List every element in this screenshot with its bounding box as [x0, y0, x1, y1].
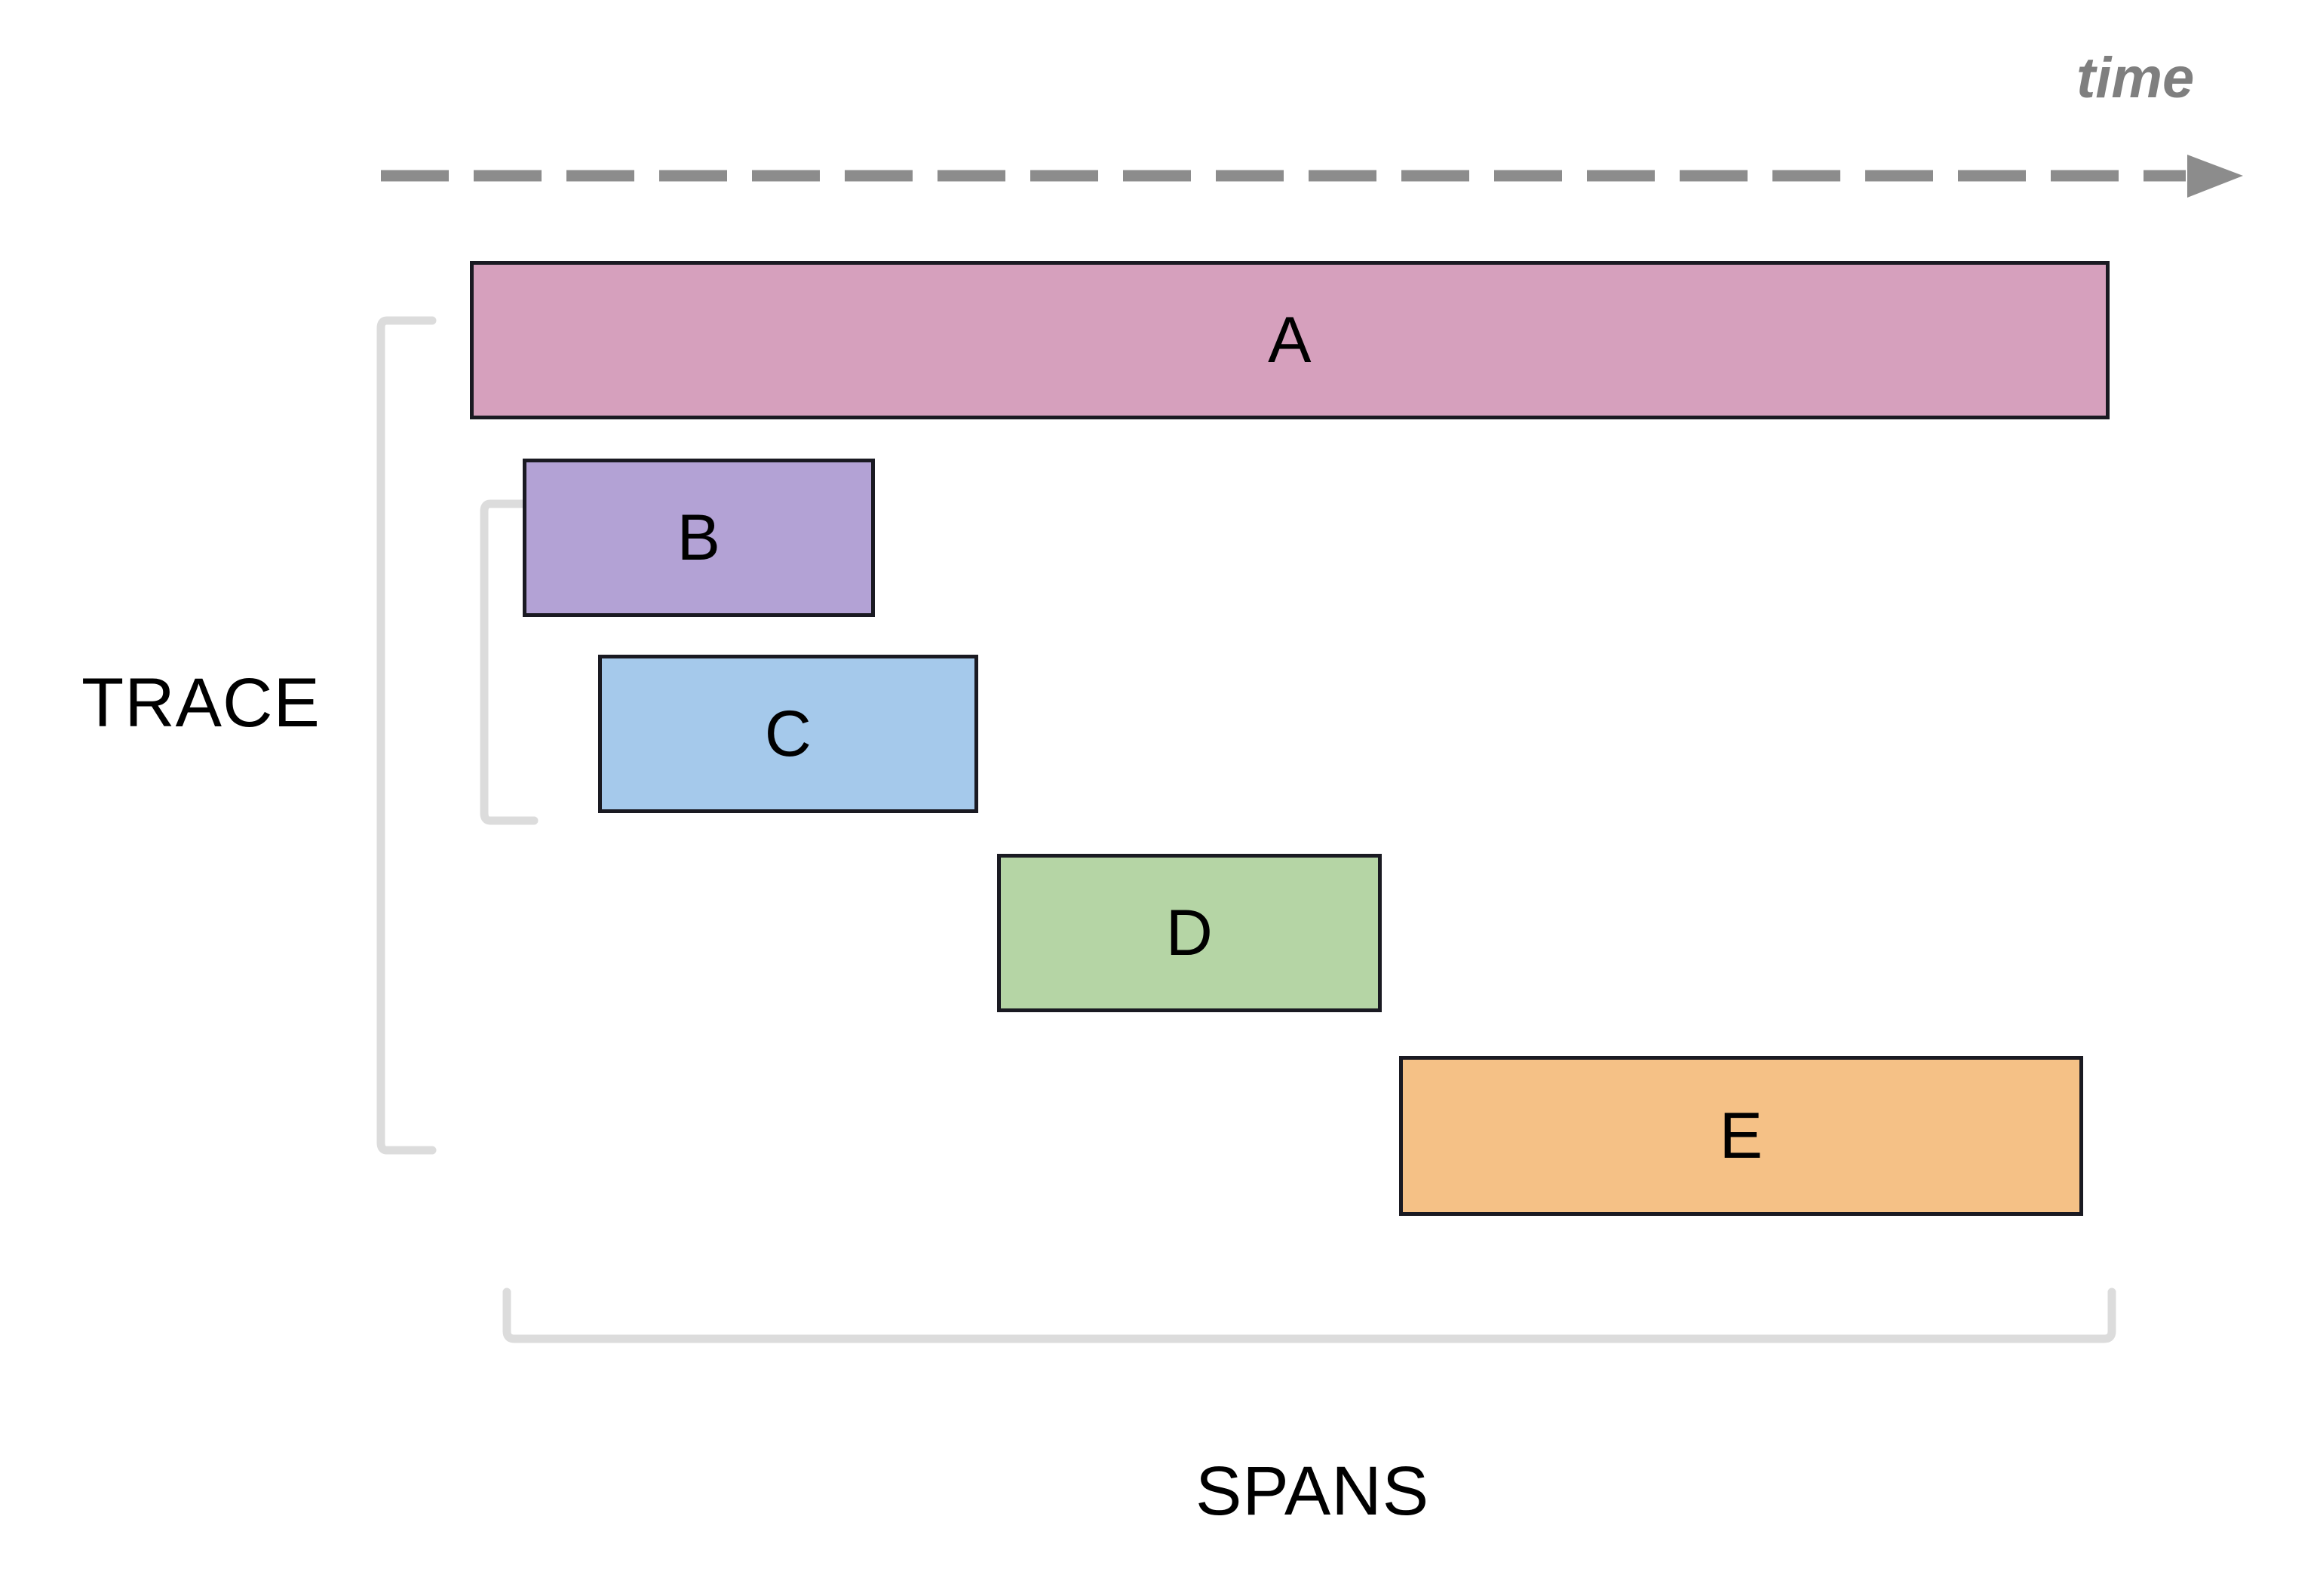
spans-group-label: SPANS [1195, 1453, 1430, 1530]
span-bar-d[interactable]: D [997, 854, 1382, 1012]
spans-bottom-bracket [502, 1288, 2116, 1343]
span-label-b: B [677, 502, 721, 574]
trace-group-label: TRACE [81, 664, 321, 741]
span-bar-a[interactable]: A [470, 261, 2110, 419]
span-bar-b[interactable]: B [523, 459, 875, 617]
time-axis-arrow-icon [2187, 155, 2243, 198]
time-axis-group [381, 155, 2243, 198]
span-bar-e[interactable]: E [1399, 1056, 2083, 1216]
span-bar-c[interactable]: C [598, 655, 978, 813]
span-label-d: D [1165, 897, 1214, 969]
span-label-c: C [764, 698, 812, 770]
trace-outer-bracket [376, 316, 437, 1155]
time-axis-label: time [2076, 46, 2195, 110]
trace-inner-bracket [480, 499, 539, 825]
span-label-a: A [1268, 304, 1312, 376]
span-label-e: E [1719, 1100, 1763, 1172]
